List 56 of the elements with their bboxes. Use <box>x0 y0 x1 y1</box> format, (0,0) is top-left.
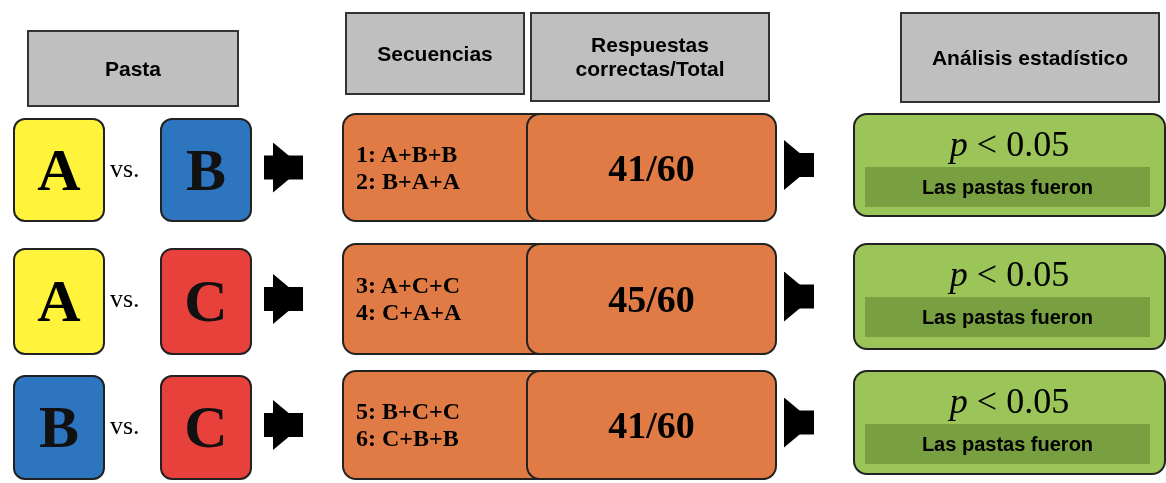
header-box <box>345 12 525 95</box>
box-text: 41/60 <box>608 145 695 190</box>
box-text: 41/60 <box>608 403 695 447</box>
sequence-text: 2: B+A+A <box>356 167 460 195</box>
sequence-box <box>342 113 775 222</box>
arrow <box>784 140 814 190</box>
analysis-box <box>853 113 1166 217</box>
box-text: Respuestas correctas/Total <box>574 33 726 81</box>
pasta-box <box>160 118 252 222</box>
sequence-box <box>342 370 775 480</box>
box-text: Secuencias <box>377 41 493 66</box>
result-box <box>526 243 777 355</box>
arrow <box>264 400 303 450</box>
sequence-text: 3: A+C+C <box>356 272 460 299</box>
result-box <box>526 370 777 480</box>
header-box <box>900 12 1160 103</box>
p-value-text: p < 0.05 <box>949 123 1070 165</box>
header-box <box>27 30 239 107</box>
result-box <box>526 113 777 222</box>
vs-label: vs. <box>110 284 140 314</box>
sequence-text: 5: B+C+C <box>356 398 460 425</box>
box-text: Las pastas fueron <box>921 305 1094 329</box>
box-text: Las pastas fueron <box>921 175 1094 199</box>
vs-label: vs. <box>110 411 140 441</box>
box-text: B <box>186 135 226 205</box>
sequence-text: 4: C+A+A <box>356 299 462 326</box>
sequence-text: 6: C+B+B <box>356 425 459 452</box>
p-value-text: p < 0.05 <box>949 380 1070 422</box>
box-text: Análisis estadístico <box>931 45 1129 70</box>
arrow <box>264 274 303 324</box>
pasta-box <box>13 248 105 355</box>
box-text: Pasta <box>104 56 161 81</box>
pasta-box <box>13 375 105 480</box>
header-box <box>530 12 770 102</box>
p-value-text: p < 0.05 <box>949 253 1070 295</box>
conclusion-box <box>865 297 1150 337</box>
box-text: B <box>39 393 79 462</box>
arrow <box>784 271 814 322</box>
box-text: Las pastas fueron <box>921 432 1094 456</box>
box-text: C <box>184 393 228 462</box>
conclusion-box <box>865 167 1150 207</box>
box-text: 45/60 <box>608 277 695 321</box>
box-text: C <box>184 267 228 336</box>
sequence-text: 1: A+B+B <box>356 140 458 168</box>
pasta-box <box>13 118 105 222</box>
analysis-box <box>853 243 1166 350</box>
arrow <box>784 397 814 448</box>
pasta-box <box>160 375 252 480</box>
analysis-box <box>853 370 1166 475</box>
pasta-box <box>160 248 252 355</box>
sequence-box <box>342 243 775 355</box>
vs-label: vs. <box>110 154 140 184</box>
box-text: A <box>37 135 81 205</box>
box-text: A <box>37 267 81 336</box>
conclusion-box <box>865 424 1150 464</box>
arrow <box>264 142 303 193</box>
